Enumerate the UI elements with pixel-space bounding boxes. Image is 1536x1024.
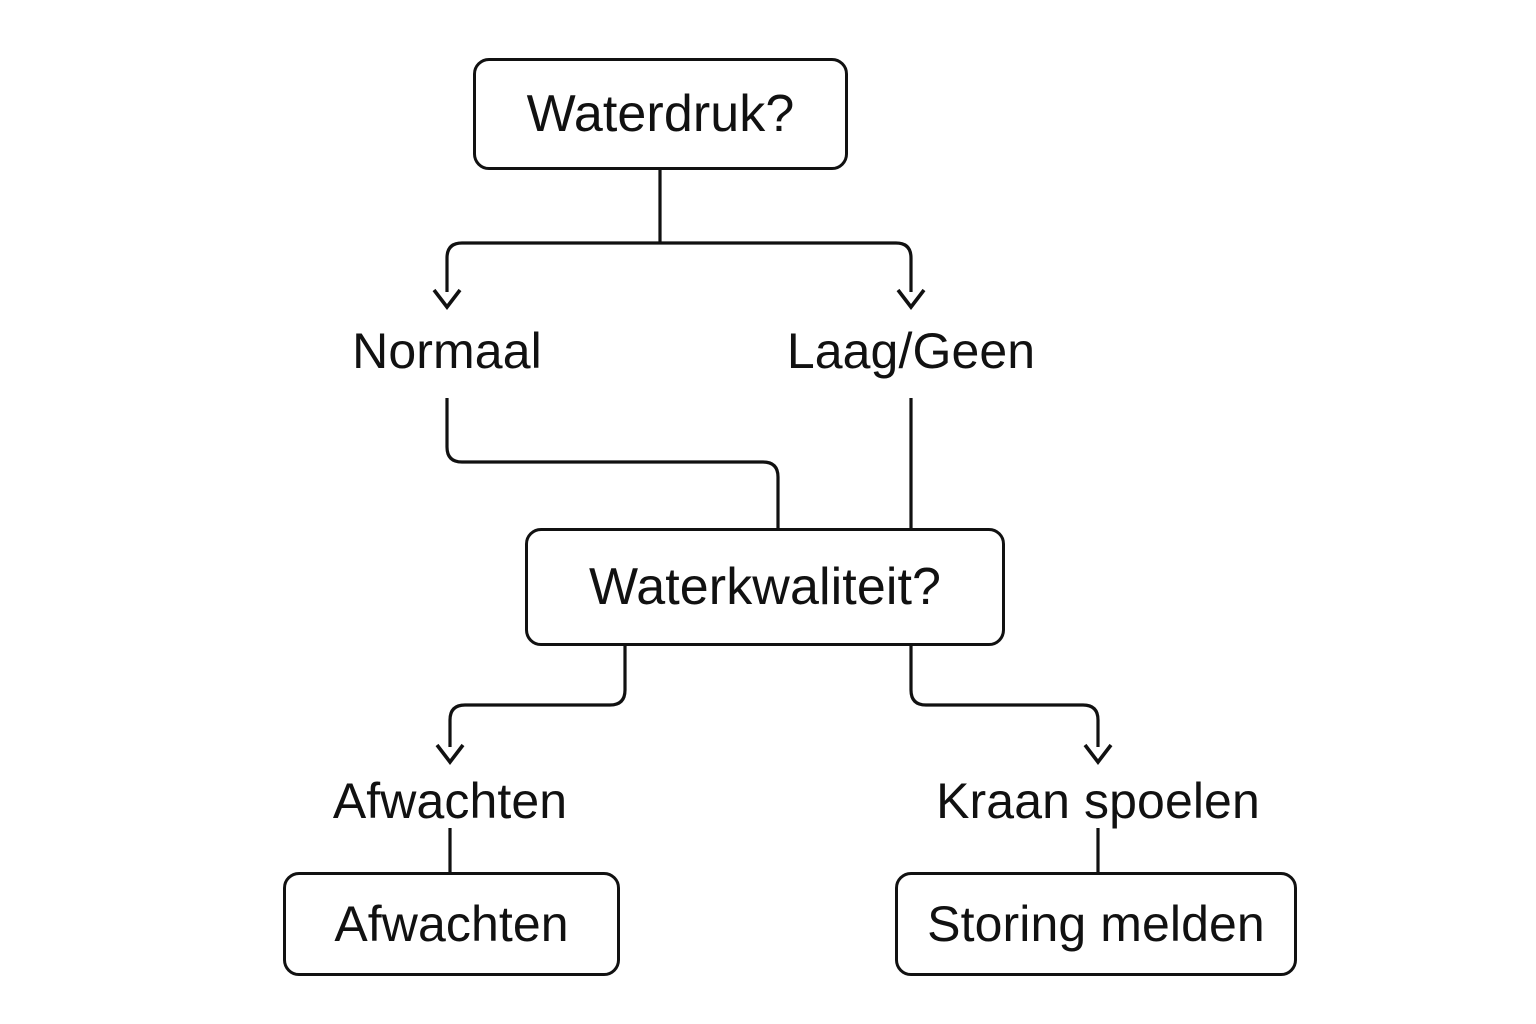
edge-label-kraan-spoelen: Kraan spoelen <box>928 776 1268 826</box>
edge-label-kraan-spoelen-text: Kraan spoelen <box>936 773 1260 829</box>
node-waterdruk-label: Waterdruk? <box>526 85 795 143</box>
edge-label-afwachten-text: Afwachten <box>332 773 568 829</box>
node-waterkwaliteit[interactable]: Waterkwaliteit? <box>525 528 1005 646</box>
edge-label-normaal-text: Normaal <box>352 323 542 379</box>
arrowhead-laaggeen <box>896 288 926 310</box>
edge-label-afwachten: Afwachten <box>300 776 600 826</box>
node-storing-melden-outcome[interactable]: Storing melden <box>895 872 1297 976</box>
edge-root-to-normaal <box>445 241 660 292</box>
edge-quality-to-afwachten <box>448 646 627 747</box>
node-waterkwaliteit-label: Waterkwaliteit? <box>588 558 942 616</box>
arrowhead-kraan <box>1083 743 1113 765</box>
edge-label-laaggeen: Laag/Geen <box>761 326 1061 376</box>
edge-quality-to-kraan <box>909 646 1100 747</box>
arrowhead-afwachten <box>435 743 465 765</box>
edge-normaal-to-quality <box>445 398 780 528</box>
edge-label-normaal: Normaal <box>297 326 597 376</box>
node-waterdruk[interactable]: Waterdruk? <box>473 58 848 170</box>
node-afwachten-outcome[interactable]: Afwachten <box>283 872 620 976</box>
node-storing-melden-outcome-label: Storing melden <box>927 896 1265 952</box>
node-afwachten-outcome-label: Afwachten <box>334 896 569 952</box>
arrowhead-normaal <box>432 288 462 310</box>
edge-label-laaggeen-text: Laag/Geen <box>786 323 1036 379</box>
edge-root-to-laaggeen <box>660 241 913 292</box>
